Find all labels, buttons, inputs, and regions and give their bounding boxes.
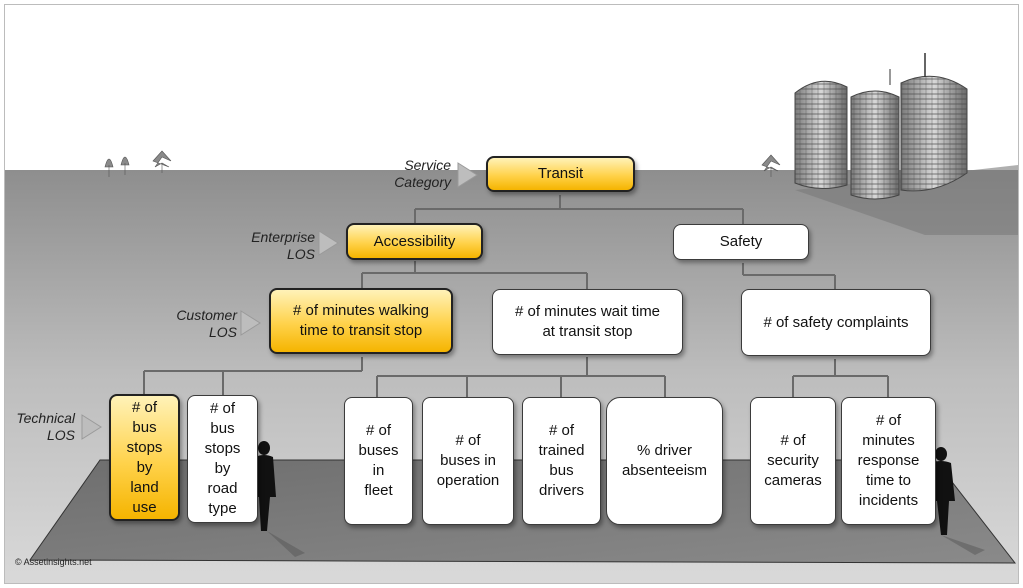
trees-left <box>104 150 172 177</box>
level-label-technical-los: Technical LOS <box>16 410 75 443</box>
level-arrows <box>81 162 478 440</box>
level-label-enterprise-los: Enterprise LOS <box>251 229 315 262</box>
node-wait-time: # of minutes wait time at transit stop <box>492 289 683 355</box>
node-accessibility: Accessibility <box>346 223 483 260</box>
node-stops-road-type: # of bus stops by road type <box>187 395 258 523</box>
tree-right <box>761 154 781 177</box>
node-walking-time: # of minutes walking time to transit sto… <box>269 288 453 354</box>
node-security-cameras: # of security cameras <box>750 397 836 525</box>
building-illustration <box>794 53 968 200</box>
node-response-time: # of minutes response time to incidents <box>841 397 936 525</box>
building-shadow <box>795 165 1018 235</box>
level-label-service-category: Service Category <box>394 157 451 190</box>
node-buses-fleet: # of buses in fleet <box>344 397 413 525</box>
diagram-frame: Service Category Enterprise LOS Customer… <box>4 4 1019 584</box>
connector-lines <box>143 195 889 398</box>
copyright-text: © Assetinsights.net <box>15 557 92 567</box>
node-transit: Transit <box>486 156 635 192</box>
node-safety-complaints: # of safety complaints <box>741 289 931 356</box>
node-stops-land-use: # of bus stops by land use <box>109 394 180 521</box>
node-buses-operation: # of buses in operation <box>422 397 514 525</box>
node-safety: Safety <box>673 224 809 260</box>
node-trained-drivers: # of trained bus drivers <box>522 397 601 525</box>
level-label-customer-los: Customer LOS <box>176 307 237 340</box>
node-driver-absenteeism: % driver absenteeism <box>606 397 723 525</box>
person-left <box>253 441 305 557</box>
